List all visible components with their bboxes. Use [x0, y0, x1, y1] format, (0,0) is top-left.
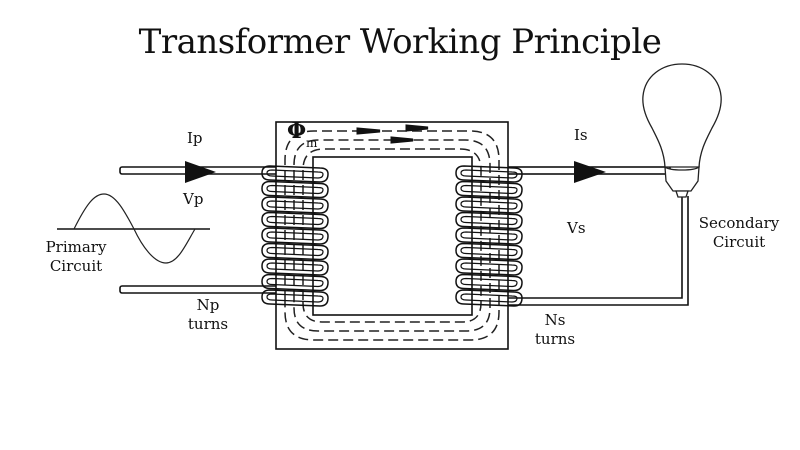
coil-turn-inner	[460, 262, 518, 272]
coil-turn	[261, 196, 329, 214]
magnetic-flux-path	[284, 130, 500, 341]
flux-arrow-icon	[405, 124, 429, 132]
secondary-turns-label: Ns turns	[525, 311, 585, 349]
secondary-circuit-label-line2: Circuit	[712, 233, 766, 251]
secondary-circuit-label: Secondary Circuit	[689, 214, 789, 252]
primary-coil	[261, 165, 329, 307]
primary-turns-label: Np turns	[178, 296, 238, 334]
secondary-return-wire	[505, 196, 689, 306]
coil-turn-inner	[460, 246, 518, 257]
primary-bottom-wire	[119, 285, 281, 294]
primary-current-label: Ip	[187, 129, 203, 147]
secondary-circuit-label-line1: Secondary	[698, 214, 780, 232]
secondary-current-label: Is	[574, 126, 588, 144]
coil-turn-inner	[266, 277, 324, 288]
secondary-turns-label-line1: Ns	[544, 311, 566, 329]
light-bulb-icon	[642, 63, 722, 198]
coil-turn-inner	[460, 200, 518, 210]
coil-turn-inner	[460, 169, 518, 179]
secondary-coil	[455, 165, 523, 307]
coil-turn-inner	[266, 231, 324, 241]
flux-symbol-label: Φ	[287, 118, 307, 144]
coil-turn	[261, 211, 329, 230]
coil-turn-inner	[460, 277, 518, 288]
coil-turn-inner	[266, 169, 324, 179]
primary-circuit-label: Primary Circuit	[36, 238, 116, 276]
primary-turns-label-line1: Np	[196, 296, 220, 314]
coil-turn	[455, 180, 523, 199]
coil-turn	[261, 165, 329, 183]
coil-turn	[455, 258, 523, 276]
primary-current-arrow-icon	[185, 161, 216, 183]
coil-turn	[261, 242, 329, 261]
coil-turn	[455, 289, 523, 307]
coil-turn-inner	[460, 184, 518, 195]
secondary-voltage-label: Vs	[567, 219, 586, 237]
coil-turn	[455, 165, 523, 183]
coil-turn	[261, 180, 329, 199]
flux-arrow-icon	[390, 136, 414, 144]
coil-turn-inner	[266, 293, 324, 303]
coil-turn-inner	[266, 262, 324, 272]
flux-subscript-label: m	[306, 136, 318, 150]
coil-turn	[455, 196, 523, 214]
coil-turn	[455, 211, 523, 230]
transformer-core	[275, 121, 509, 350]
coil-turn-inner	[266, 246, 324, 257]
coil-turn-inner	[266, 184, 324, 195]
primary-circuit-label-line2: Circuit	[49, 257, 103, 275]
coil-turn	[261, 273, 329, 292]
coil-turn	[455, 273, 523, 292]
coil-turn-inner	[460, 293, 518, 303]
coil-turn-inner	[266, 215, 324, 226]
primary-turns-label-line2: turns	[187, 315, 229, 333]
flux-arrow-icon	[356, 127, 381, 135]
diagram-title: Transformer Working Principle	[138, 22, 662, 62]
primary-circuit-label-line1: Primary	[45, 238, 107, 256]
secondary-turns-label-line2: turns	[534, 330, 576, 348]
coil-turn	[261, 227, 329, 245]
coil-turn-inner	[460, 215, 518, 226]
coil-turn-inner	[266, 200, 324, 210]
coil-turn	[261, 258, 329, 276]
coil-turn	[261, 289, 329, 307]
coil-turn	[455, 227, 523, 245]
primary-voltage-label: Vp	[183, 190, 204, 208]
coil-turn-inner	[460, 231, 518, 241]
coil-turn	[455, 242, 523, 261]
ac-sine-source-icon	[57, 193, 210, 264]
secondary-current-arrow-icon	[574, 161, 606, 183]
